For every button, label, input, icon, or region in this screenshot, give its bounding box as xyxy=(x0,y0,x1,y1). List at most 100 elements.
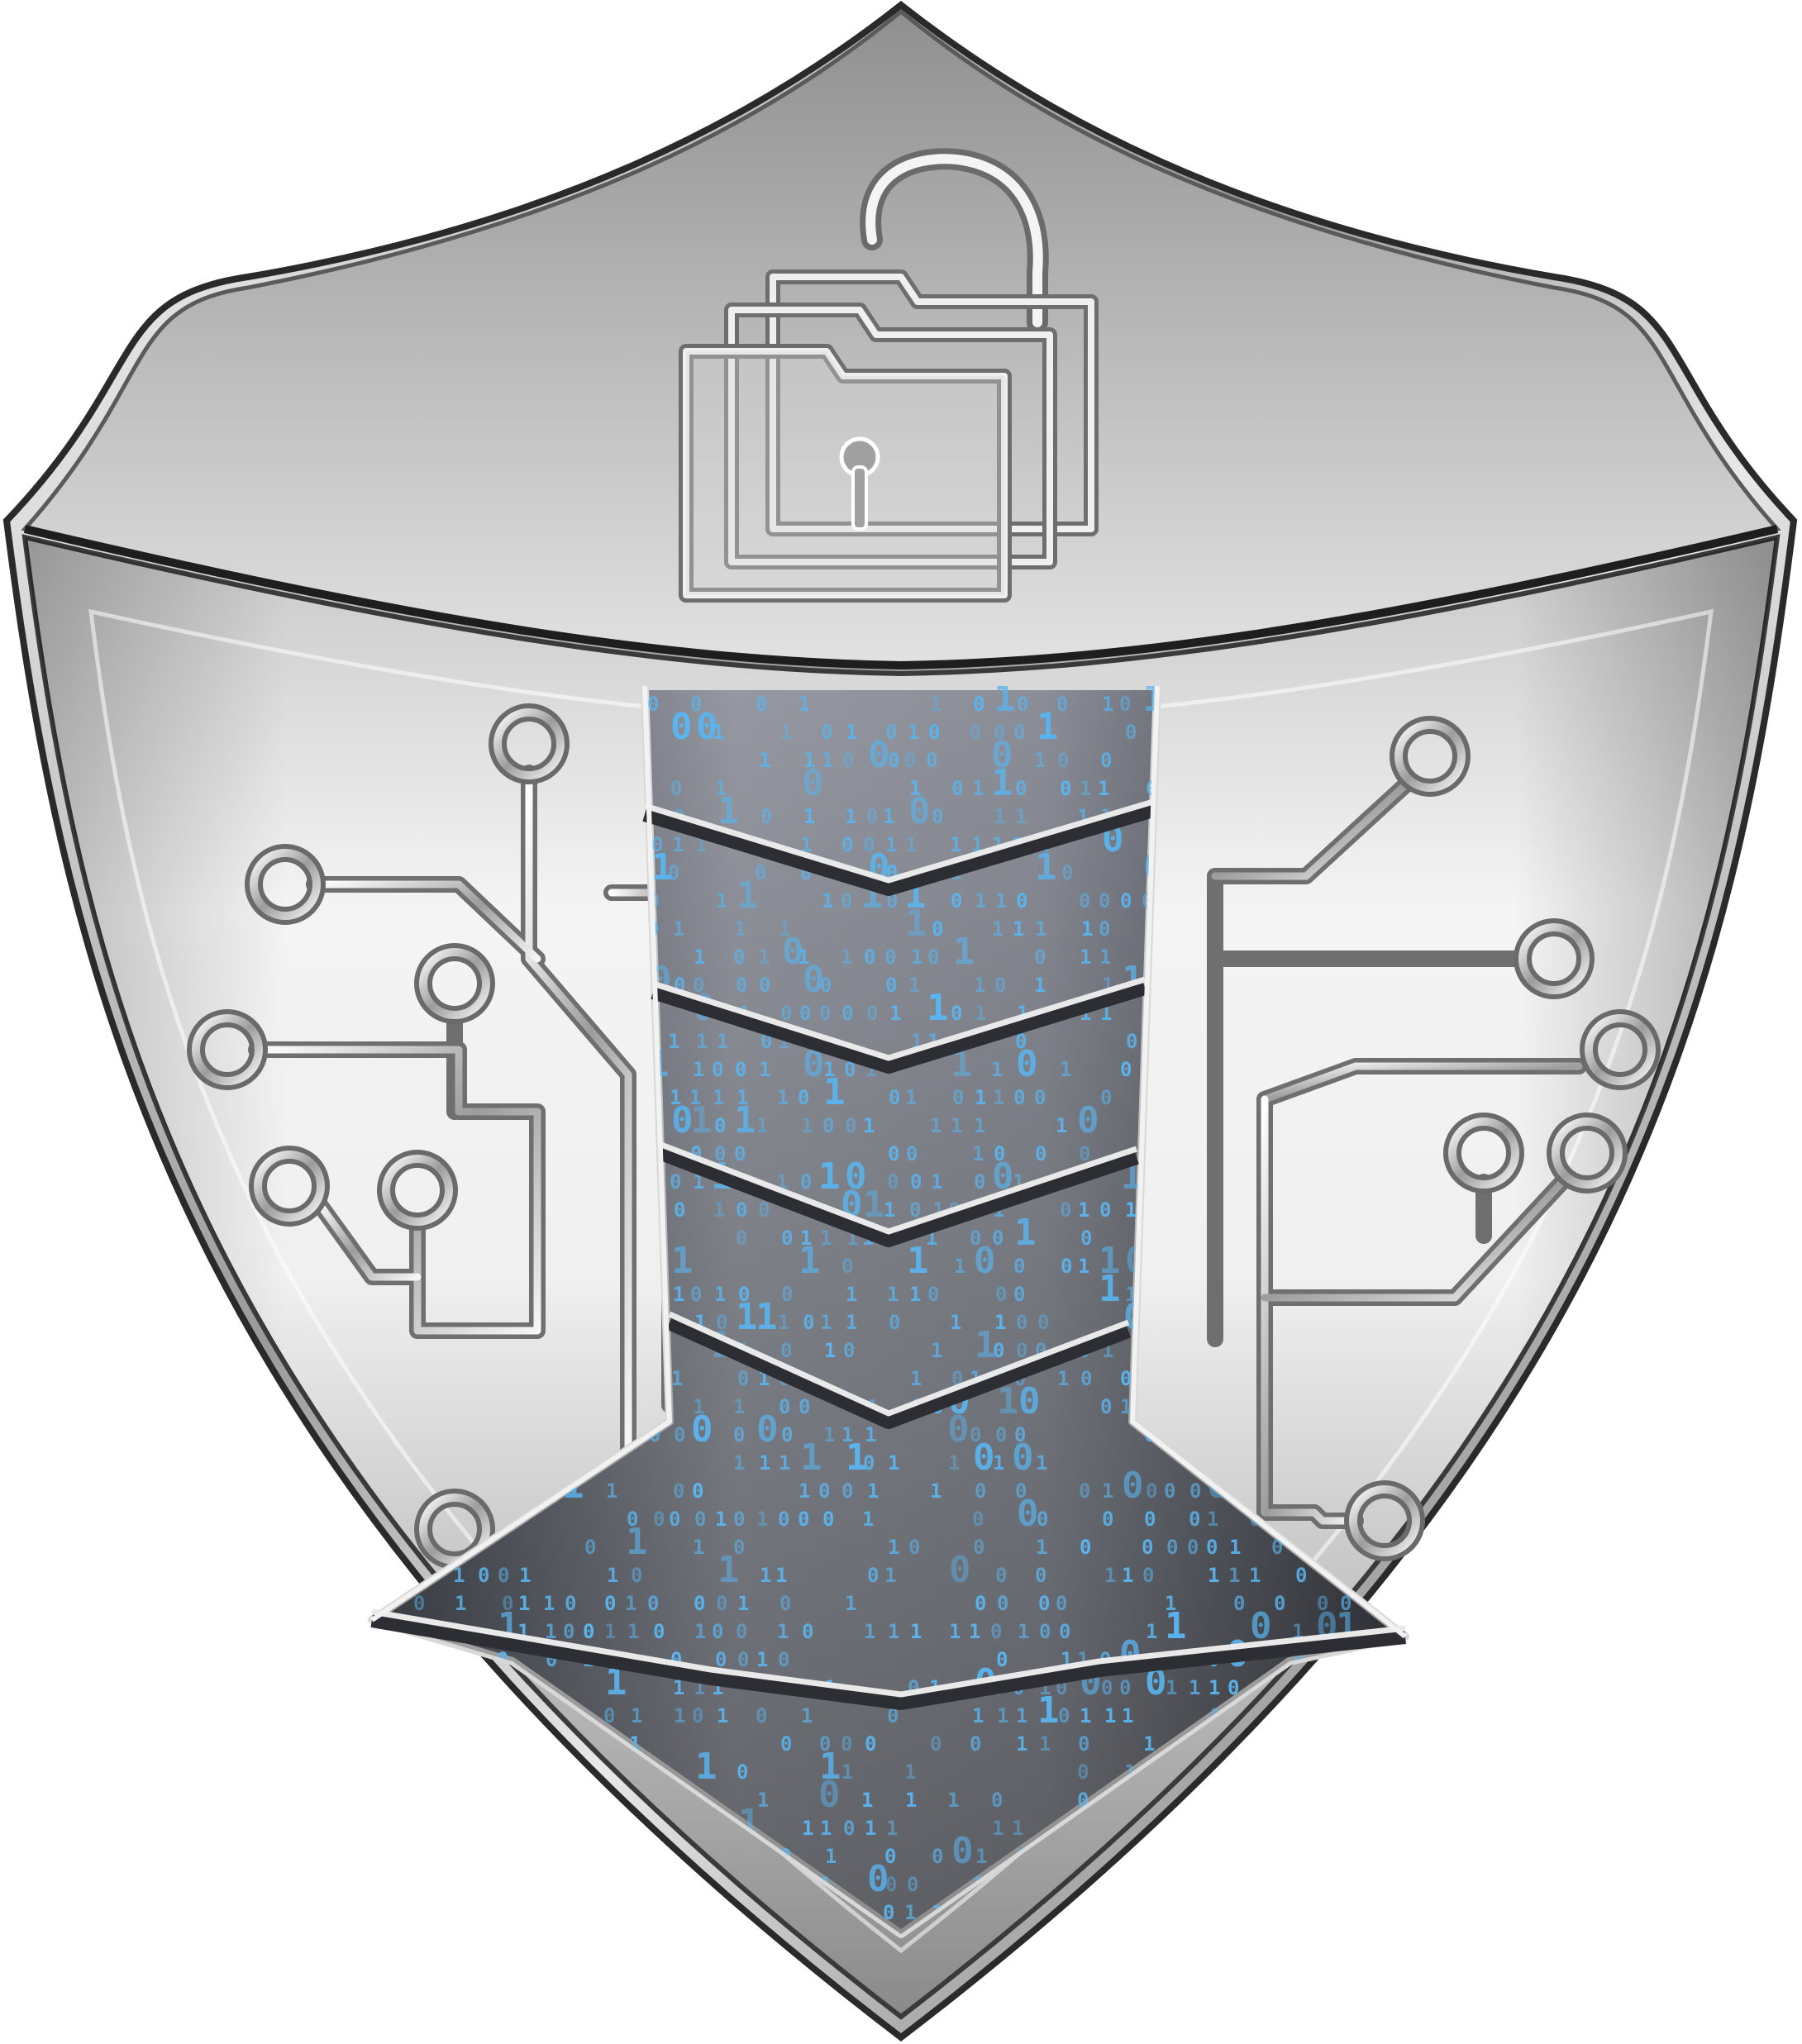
binary-digit-glyph: 0 xyxy=(736,1227,747,1250)
binary-digit-glyph: 0 xyxy=(864,946,875,969)
binary-digit-glyph: 1 xyxy=(1229,1536,1241,1559)
binary-digit-glyph: 0 xyxy=(1017,693,1028,716)
binary-digit-glyph: 1 xyxy=(908,721,919,744)
binary-digit-glyph: 0 xyxy=(1146,1479,1157,1503)
binary-digit-glyph: 0 xyxy=(818,1479,830,1503)
binary-digit-glyph: 1 xyxy=(1189,1676,1200,1699)
binary-digit-glyph: 0 xyxy=(519,1817,531,1840)
binary-digit-glyph: 1 xyxy=(1012,1817,1023,1840)
binary-digit-glyph: 1 xyxy=(1230,1901,1242,1924)
binary-digit-glyph: 1 xyxy=(694,946,705,969)
binary-digit-glyph: 1 xyxy=(1016,1704,1027,1727)
binary-digit-glyph: 1 xyxy=(949,1620,961,1643)
binary-digit-glyph: 1 xyxy=(953,931,975,973)
binary-digit-glyph: 0 xyxy=(1119,693,1131,716)
binary-digit-glyph: 1 xyxy=(975,1002,986,1025)
binary-digit-glyph: 0 xyxy=(733,1508,745,1531)
binary-digit-glyph: 1 xyxy=(758,946,770,969)
binary-digit-glyph: 0 xyxy=(690,693,702,716)
binary-digit-glyph: 1 xyxy=(820,1817,832,1840)
binary-digit-glyph: 0 xyxy=(889,1311,900,1334)
binary-digit-glyph: 1 xyxy=(863,1114,875,1137)
binary-digit-glyph: 0 xyxy=(885,721,897,744)
binary-digit-glyph: 0 xyxy=(1100,1395,1112,1418)
binary-digit-glyph: 1 xyxy=(865,1423,876,1446)
binary-digit-glyph: 0 xyxy=(737,1761,748,1784)
binary-digit-glyph: 0 xyxy=(1104,1873,1115,1896)
binary-digit-glyph: 1 xyxy=(1102,1479,1113,1503)
binary-digit-glyph: 1 xyxy=(522,1761,533,1784)
binary-digit-glyph: 1 xyxy=(717,1549,740,1591)
binary-digit-glyph: 0 xyxy=(906,1142,918,1165)
binary-digit-glyph: 0 xyxy=(1061,861,1073,884)
binary-digit-glyph: 0 xyxy=(631,1564,642,1587)
binary-digit-glyph: 0 xyxy=(1206,1536,1218,1559)
binary-digit-glyph: 0 xyxy=(1120,889,1132,912)
binary-digit-glyph: 1 xyxy=(845,1592,856,1615)
binary-digit-glyph: 0 xyxy=(1404,1732,1416,1756)
binary-digit-glyph: 0 xyxy=(951,1830,974,1872)
binary-digit-glyph: 0 xyxy=(991,1789,1003,1812)
binary-digit-glyph: 1 xyxy=(1271,1817,1283,1840)
binary-digit-glyph: 0 xyxy=(693,974,704,997)
binary-digit-glyph: 0 xyxy=(736,1620,747,1643)
keyhole-icon xyxy=(839,436,880,531)
binary-digit-glyph: 0 xyxy=(1079,1479,1090,1503)
binary-digit-glyph: 0 xyxy=(735,1058,746,1081)
binary-digit-glyph: 0 xyxy=(951,1002,962,1025)
binary-digit-glyph: 1 xyxy=(675,1873,686,1896)
binary-digit-glyph: 1 xyxy=(671,1367,683,1390)
binary-digit-glyph: 0 xyxy=(1080,1227,1092,1250)
binary-digit-glyph: 0 xyxy=(841,1732,852,1756)
binary-digit-glyph: 1 xyxy=(673,1676,684,1699)
binary-digit-glyph: 1 xyxy=(846,1437,868,1479)
binary-digit-glyph: 0 xyxy=(1228,1676,1239,1699)
binary-digit-glyph: 1 xyxy=(759,1451,770,1475)
binary-digit-glyph: 1 xyxy=(972,1142,984,1165)
binary-digit-glyph: 1 xyxy=(846,1283,857,1306)
binary-digit-glyph: 1 xyxy=(888,1451,899,1475)
binary-digit-glyph: 0 xyxy=(1079,889,1090,912)
binary-digit-glyph: 1 xyxy=(498,1774,521,1816)
binary-digit-glyph: 1 xyxy=(586,1886,608,1928)
binary-digit-glyph: 1 xyxy=(994,805,1005,828)
binary-digit-glyph: 0 xyxy=(969,721,980,744)
binary-digit-glyph: 1 xyxy=(673,917,684,941)
binary-digit-glyph: 1 xyxy=(1080,1704,1091,1727)
binary-digit-glyph: 1 xyxy=(1122,1704,1133,1727)
binary-digit-glyph: 1 xyxy=(930,1114,942,1137)
binary-digit-glyph: 1 xyxy=(1037,706,1059,748)
binary-digit-glyph: 1 xyxy=(1294,1689,1317,1732)
binary-digit-glyph: 0 xyxy=(760,805,772,828)
binary-digit-glyph: 1 xyxy=(1125,1283,1137,1306)
binary-digit-glyph: 0 xyxy=(694,1508,706,1531)
binary-digit-glyph: 1 xyxy=(888,1620,899,1643)
binary-digit-glyph: 0 xyxy=(885,1873,897,1896)
binary-digit-glyph: 1 xyxy=(1165,1592,1176,1615)
binary-digit-glyph: 1 xyxy=(995,889,1007,912)
binary-digit-glyph: 0 xyxy=(1061,1255,1072,1278)
binary-digit-glyph: 0 xyxy=(994,721,1005,744)
binary-digit-glyph: 1 xyxy=(696,1030,708,1053)
binary-digit-glyph: 1 xyxy=(543,1592,555,1615)
binary-digit-glyph: 1 xyxy=(475,1873,487,1896)
binary-digit-glyph: 0 xyxy=(845,1155,867,1198)
binary-digit-glyph: 1 xyxy=(1210,1789,1222,1812)
binary-digit-glyph: 1 xyxy=(801,1704,813,1727)
binary-digit-glyph: 0 xyxy=(800,1170,812,1194)
binary-digit-glyph: 0 xyxy=(819,1732,831,1756)
binary-digit-glyph: 1 xyxy=(825,1845,837,1868)
binary-digit-glyph: 0 xyxy=(1059,1620,1070,1643)
binary-digit-glyph: 1 xyxy=(862,1508,874,1531)
binary-digit-glyph: 0 xyxy=(1208,1858,1231,1900)
binary-digit-glyph: 1 xyxy=(1298,1789,1309,1812)
binary-digit-glyph: 0 xyxy=(994,1142,1005,1165)
binary-digit-glyph: 1 xyxy=(1147,1845,1159,1868)
binary-digit-glyph: 1 xyxy=(607,1564,618,1587)
binary-digit-glyph: 1 xyxy=(1125,1198,1137,1222)
binary-digit-glyph: 0 xyxy=(1014,1423,1026,1446)
binary-digit-glyph: 1 xyxy=(864,1620,875,1643)
binary-digit-glyph: 0 xyxy=(947,1408,970,1451)
binary-digit-glyph: 1 xyxy=(910,1620,922,1643)
binary-digit-glyph: 0 xyxy=(478,1564,489,1587)
